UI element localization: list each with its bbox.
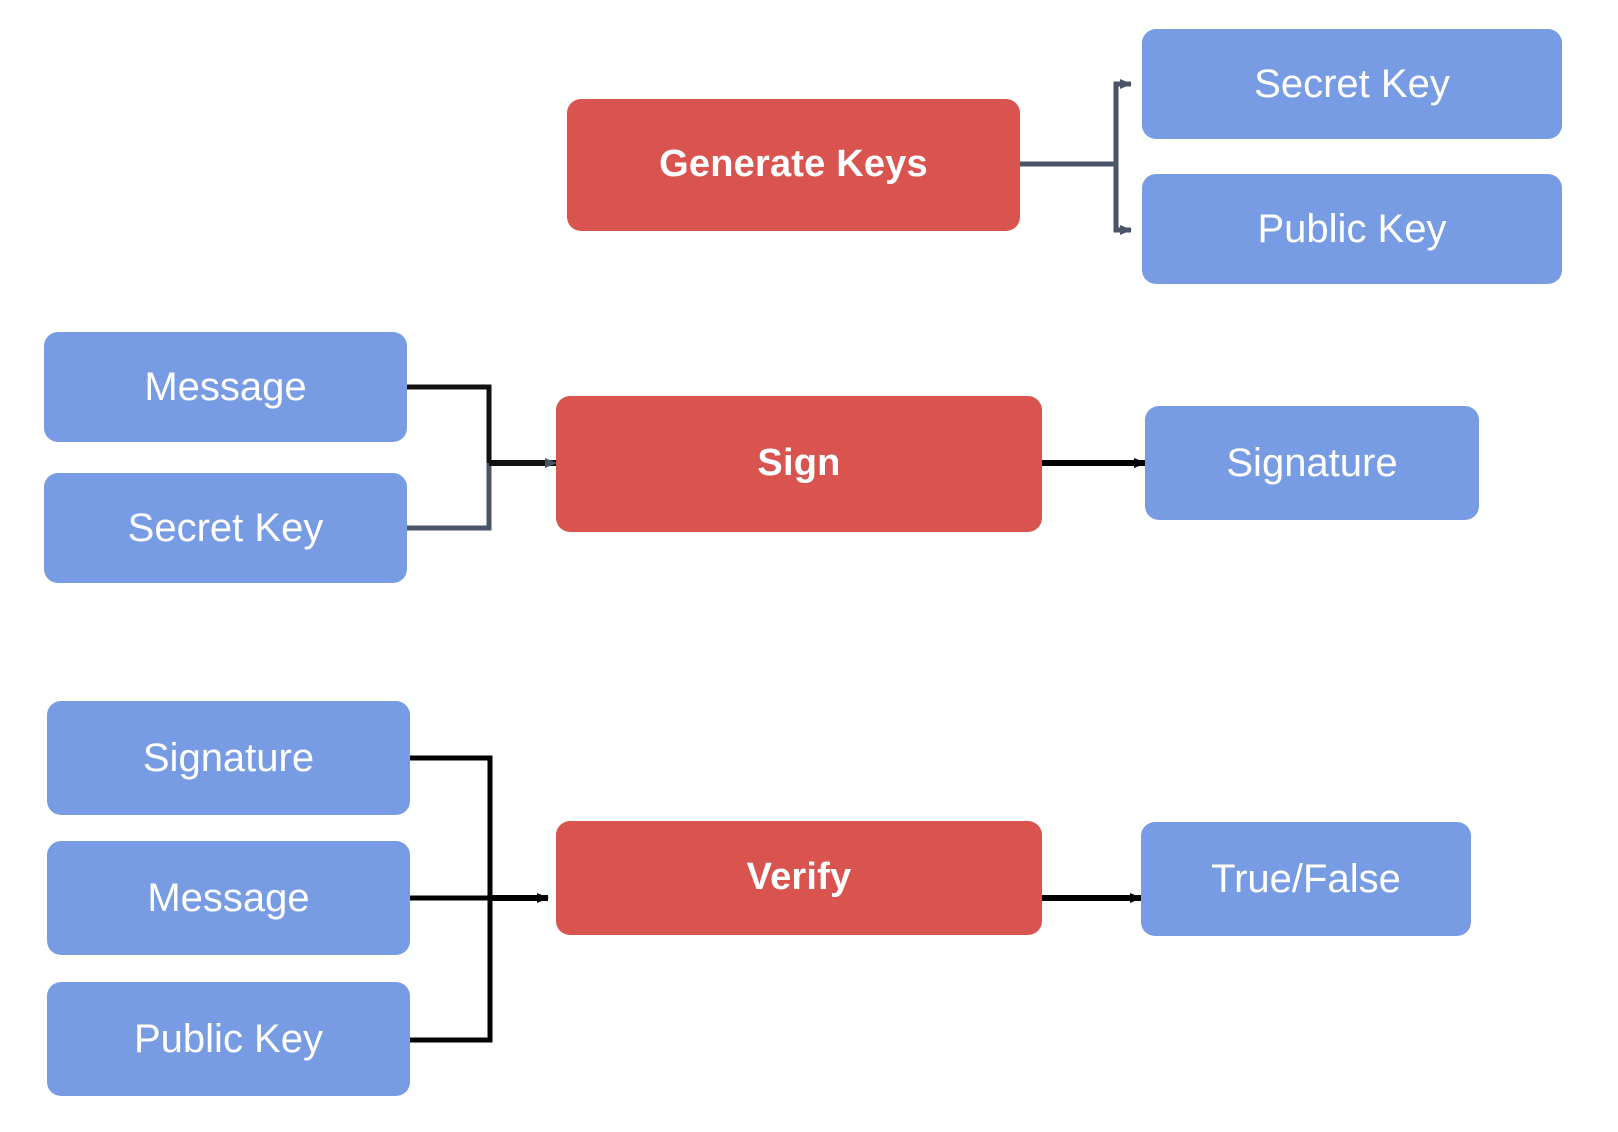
data-node-verify-input-public-key[interactable]: Public Key <box>47 982 410 1096</box>
edge-signature-to-verify <box>410 755 493 898</box>
data-node-verify-input-message[interactable]: Message <box>47 841 410 955</box>
data-node-verify-result-label: True/False <box>1211 857 1401 901</box>
data-node-sign-input-message-label: Message <box>144 365 307 409</box>
process-node-generate-keys[interactable]: Generate Keys <box>567 99 1020 231</box>
edge-secret-key-to-sign <box>407 463 492 531</box>
data-node-sign-input-secret-key[interactable]: Secret Key <box>44 473 407 583</box>
data-node-signature-output-label: Signature <box>1226 441 1398 485</box>
edge-generate-keys-to-public-key <box>1020 161 1132 235</box>
edge-public-key-to-verify <box>410 898 493 1043</box>
data-node-verify-input-signature[interactable]: Signature <box>47 701 410 815</box>
data-node-sign-input-message[interactable]: Message <box>44 332 407 442</box>
data-node-verify-input-message-label: Message <box>147 876 310 920</box>
data-node-signature-output[interactable]: Signature <box>1145 406 1479 520</box>
data-node-secret-key-output-label: Secret Key <box>1254 62 1450 106</box>
data-node-secret-key-output[interactable]: Secret Key <box>1142 29 1562 139</box>
process-node-sign[interactable]: Sign <box>556 396 1042 532</box>
data-node-verify-result[interactable]: True/False <box>1141 822 1471 936</box>
process-node-verify-label: Verify <box>746 856 852 899</box>
data-node-public-key-output-label: Public Key <box>1257 207 1447 251</box>
data-node-verify-input-signature-label: Signature <box>142 736 315 780</box>
data-node-sign-input-secret-key-label: Secret Key <box>127 506 324 550</box>
process-node-generate-keys-label: Generate Keys <box>659 143 928 186</box>
process-node-verify[interactable]: Verify <box>556 821 1042 935</box>
data-node-verify-input-public-key-label: Public Key <box>134 1017 323 1061</box>
process-node-sign-label: Sign <box>757 442 841 485</box>
data-node-public-key-output[interactable]: Public Key <box>1142 174 1562 284</box>
edge-message-to-sign <box>407 384 492 463</box>
edge-generate-keys-to-secret-key <box>1020 79 1132 167</box>
